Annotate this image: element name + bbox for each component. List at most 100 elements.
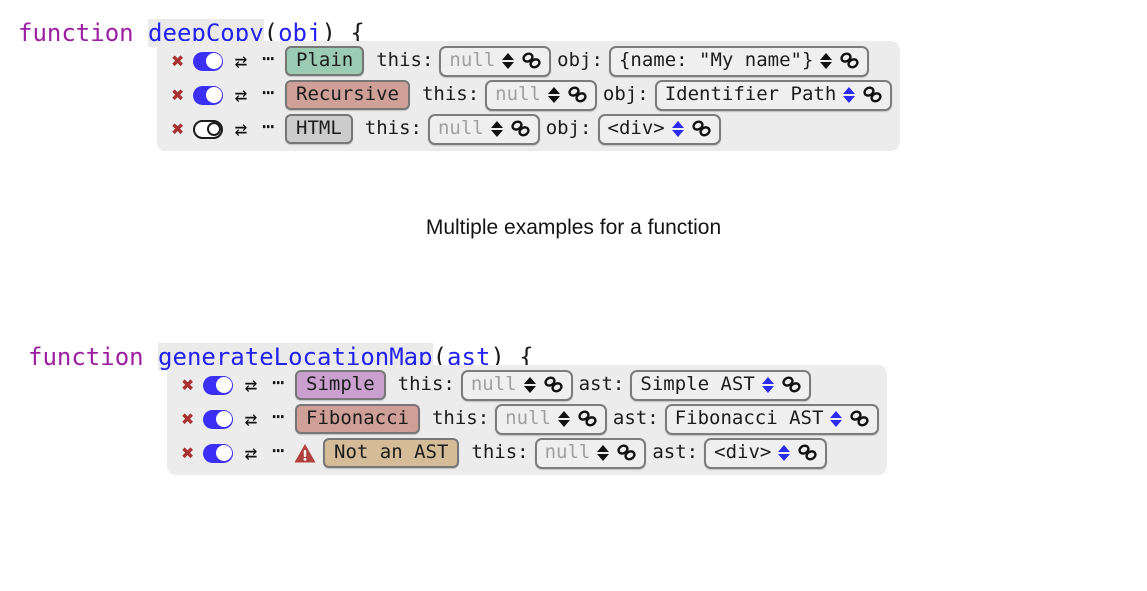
- argument-value-field[interactable]: Identifier Path: [654, 79, 893, 111]
- toggle-knob: [205, 87, 222, 103]
- example-name-chip[interactable]: Simple: [295, 370, 386, 400]
- delete-example-button[interactable]: ✖: [171, 117, 185, 141]
- argument-label: ast:: [612, 407, 659, 429]
- more-options-icon[interactable]: ⋯: [271, 403, 285, 428]
- argument-value: null: [495, 82, 541, 105]
- delete-example-button[interactable]: ✖: [171, 49, 185, 73]
- chain-link-icon[interactable]: [797, 444, 818, 461]
- enable-example-toggle[interactable]: [203, 409, 233, 429]
- value-stepper[interactable]: [547, 86, 560, 103]
- toggle-knob: [215, 411, 232, 427]
- chain-link-icon[interactable]: [849, 410, 870, 427]
- argument-value: null: [505, 406, 551, 429]
- toggle-knob: [205, 53, 222, 69]
- open-paren: (: [263, 19, 279, 47]
- argument-label: this:: [421, 83, 480, 105]
- argument-value: null: [437, 116, 484, 139]
- examples-panel-wrap: ✖ ⇄ ⋯ Simple this: null ast: Simple AST ✖ ⇄ ⋯ Fibon…: [0, 365, 1147, 475]
- chain-link-icon[interactable]: [862, 86, 883, 103]
- argument-value-field[interactable]: {name: "My name"}: [608, 45, 870, 77]
- value-stepper[interactable]: [523, 376, 536, 393]
- enable-example-toggle[interactable]: [193, 85, 223, 105]
- delete-example-button[interactable]: ✖: [181, 407, 195, 431]
- value-stepper[interactable]: [778, 444, 791, 461]
- value-stepper[interactable]: [820, 52, 833, 69]
- value-stepper[interactable]: [597, 444, 610, 461]
- argument-value: Fibonacci AST: [674, 406, 824, 429]
- value-stepper[interactable]: [761, 376, 774, 393]
- swap-icon[interactable]: ⇄: [244, 373, 258, 397]
- open-brace: {: [335, 19, 365, 47]
- example-name-chip[interactable]: Plain: [285, 46, 365, 76]
- argument-value-field[interactable]: null: [439, 45, 552, 77]
- chain-link-icon[interactable]: [577, 410, 598, 427]
- more-options-icon[interactable]: ⋯: [261, 79, 275, 104]
- more-options-icon[interactable]: ⋯: [271, 437, 285, 462]
- enable-example-toggle[interactable]: [193, 51, 223, 71]
- value-stepper[interactable]: [490, 120, 503, 137]
- delete-example-button[interactable]: ✖: [171, 83, 185, 107]
- chain-link-icon[interactable]: [510, 120, 531, 137]
- argument-value-field[interactable]: Fibonacci AST: [664, 403, 880, 435]
- argument-value-field[interactable]: Simple AST: [630, 369, 811, 401]
- close-paren: ): [321, 19, 336, 47]
- argument-label: obj:: [545, 117, 592, 139]
- argument-value-field[interactable]: null: [495, 403, 607, 435]
- argument-label: this:: [431, 407, 490, 429]
- argument-value-field[interactable]: null: [534, 437, 647, 469]
- argument-value-field[interactable]: null: [427, 113, 540, 145]
- warning-triangle-icon[interactable]: [291, 440, 319, 466]
- swap-icon[interactable]: ⇄: [234, 83, 248, 107]
- example-name-chip[interactable]: Recursive: [285, 80, 410, 110]
- open-brace: {: [504, 343, 534, 371]
- enable-example-toggle[interactable]: [203, 375, 233, 395]
- delete-example-button[interactable]: ✖: [181, 373, 195, 397]
- argument-value: null: [544, 440, 591, 463]
- examples-panel: ✖ ⇄ ⋯ Simple this: null ast: Simple AST ✖ ⇄ ⋯ Fibon…: [167, 365, 888, 475]
- chain-link-icon[interactable]: [691, 120, 712, 137]
- chain-link-icon[interactable]: [839, 52, 860, 69]
- enable-example-toggle[interactable]: [203, 443, 233, 463]
- swap-icon[interactable]: ⇄: [234, 117, 248, 141]
- argument-value-field[interactable]: null: [485, 79, 597, 111]
- example-name-chip[interactable]: Fibonacci: [295, 404, 420, 434]
- argument-label: this:: [397, 373, 455, 395]
- enable-example-toggle[interactable]: [193, 119, 223, 139]
- chain-link-icon[interactable]: [616, 444, 637, 461]
- toggle-knob: [215, 445, 232, 461]
- swap-icon[interactable]: ⇄: [244, 407, 258, 431]
- block-caption: Multiple examples for a function: [425, 216, 722, 239]
- value-stepper[interactable]: [671, 120, 684, 137]
- value-stepper[interactable]: [557, 410, 570, 427]
- swap-icon[interactable]: ⇄: [244, 441, 258, 465]
- value-stepper[interactable]: [502, 52, 515, 69]
- argument-value-field[interactable]: <div>: [704, 437, 828, 469]
- chain-link-icon[interactable]: [521, 52, 542, 69]
- argument-value: null: [470, 372, 517, 395]
- argument-value-field[interactable]: null: [460, 369, 573, 401]
- value-stepper[interactable]: [843, 86, 856, 103]
- example-name-chip[interactable]: Not an AST: [323, 438, 460, 468]
- argument-value: Simple AST: [640, 372, 755, 395]
- more-options-icon[interactable]: ⋯: [261, 113, 275, 138]
- value-stepper[interactable]: [830, 410, 843, 427]
- delete-example-button[interactable]: ✖: [181, 441, 195, 465]
- open-paren: (: [432, 343, 448, 371]
- argument-label: ast:: [652, 441, 699, 463]
- keyword-function: function: [28, 343, 144, 371]
- more-options-icon[interactable]: ⋯: [261, 45, 275, 70]
- argument-value: null: [449, 48, 496, 71]
- argument-value-field[interactable]: <div>: [597, 113, 721, 145]
- chain-link-icon[interactable]: [781, 376, 802, 393]
- example-name-chip[interactable]: HTML: [285, 114, 353, 144]
- more-options-icon[interactable]: ⋯: [271, 369, 285, 394]
- chain-link-icon[interactable]: [543, 376, 564, 393]
- chain-link-icon[interactable]: [567, 86, 588, 103]
- swap-icon[interactable]: ⇄: [234, 49, 248, 73]
